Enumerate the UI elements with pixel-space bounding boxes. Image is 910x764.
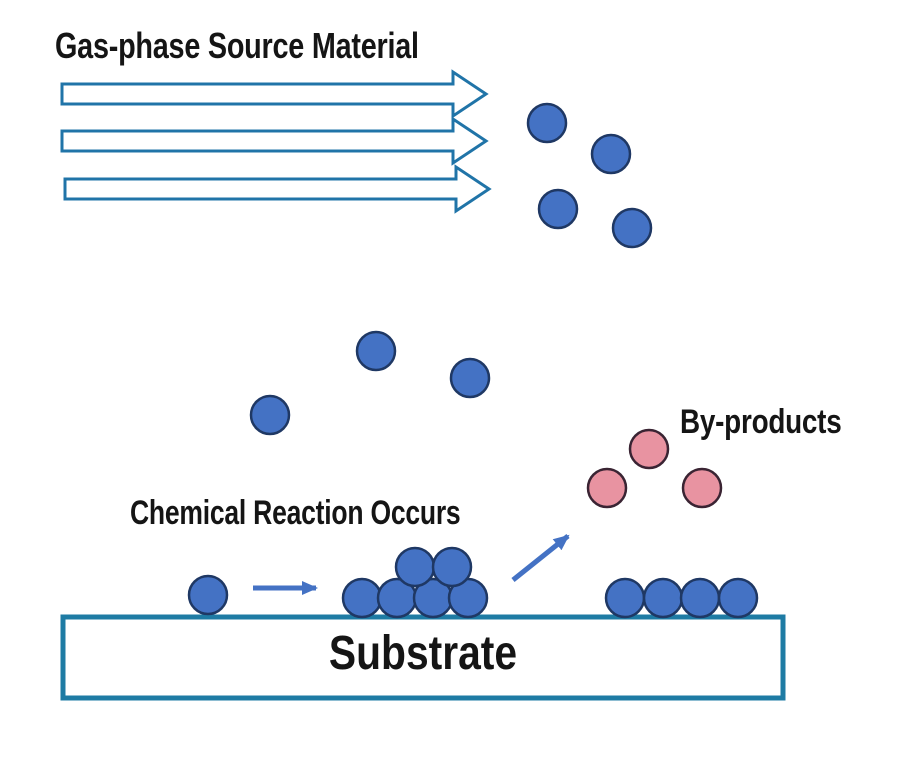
deposited-film-molecule [642,577,684,619]
substrate-box [60,614,786,701]
diffusing-molecule [249,394,291,436]
gas-flow-arrow-1-icon [60,69,489,119]
byproduct-release-arrow-icon [511,534,570,582]
gas-flow-arrow-3-icon [63,164,492,214]
cluster-bottom-row-molecule [341,577,383,619]
gas-flow-arrow-2-icon [60,116,489,166]
gas-phase-molecule [611,207,653,249]
byproduct-molecules-molecule [586,467,628,509]
deposited-film-molecule [604,577,646,619]
deposited-film-molecule [679,577,721,619]
adsorbed-single-molecule [187,574,229,616]
cluster-top-row-molecule [431,546,473,588]
diffusing-molecule [449,357,491,399]
cluster-top-row-molecule [394,546,436,588]
substrate-label: Substrate [328,627,518,680]
gas-phase-molecule [590,133,632,175]
deposited-film-molecule [717,577,759,619]
molecule-layer [187,102,759,619]
gas-phase-molecule [537,188,579,230]
chemical-reaction-label: Chemical Reaction Occurs [130,494,461,532]
diffusing-molecule [355,330,397,372]
byproduct-molecules-molecule [628,428,670,470]
gas-phase-molecule [526,102,568,144]
gas-phase-source-material-label: Gas-phase Source Material [55,25,419,66]
byproduct-molecules-molecule [681,467,723,509]
byproducts-label: By-products [680,403,842,441]
